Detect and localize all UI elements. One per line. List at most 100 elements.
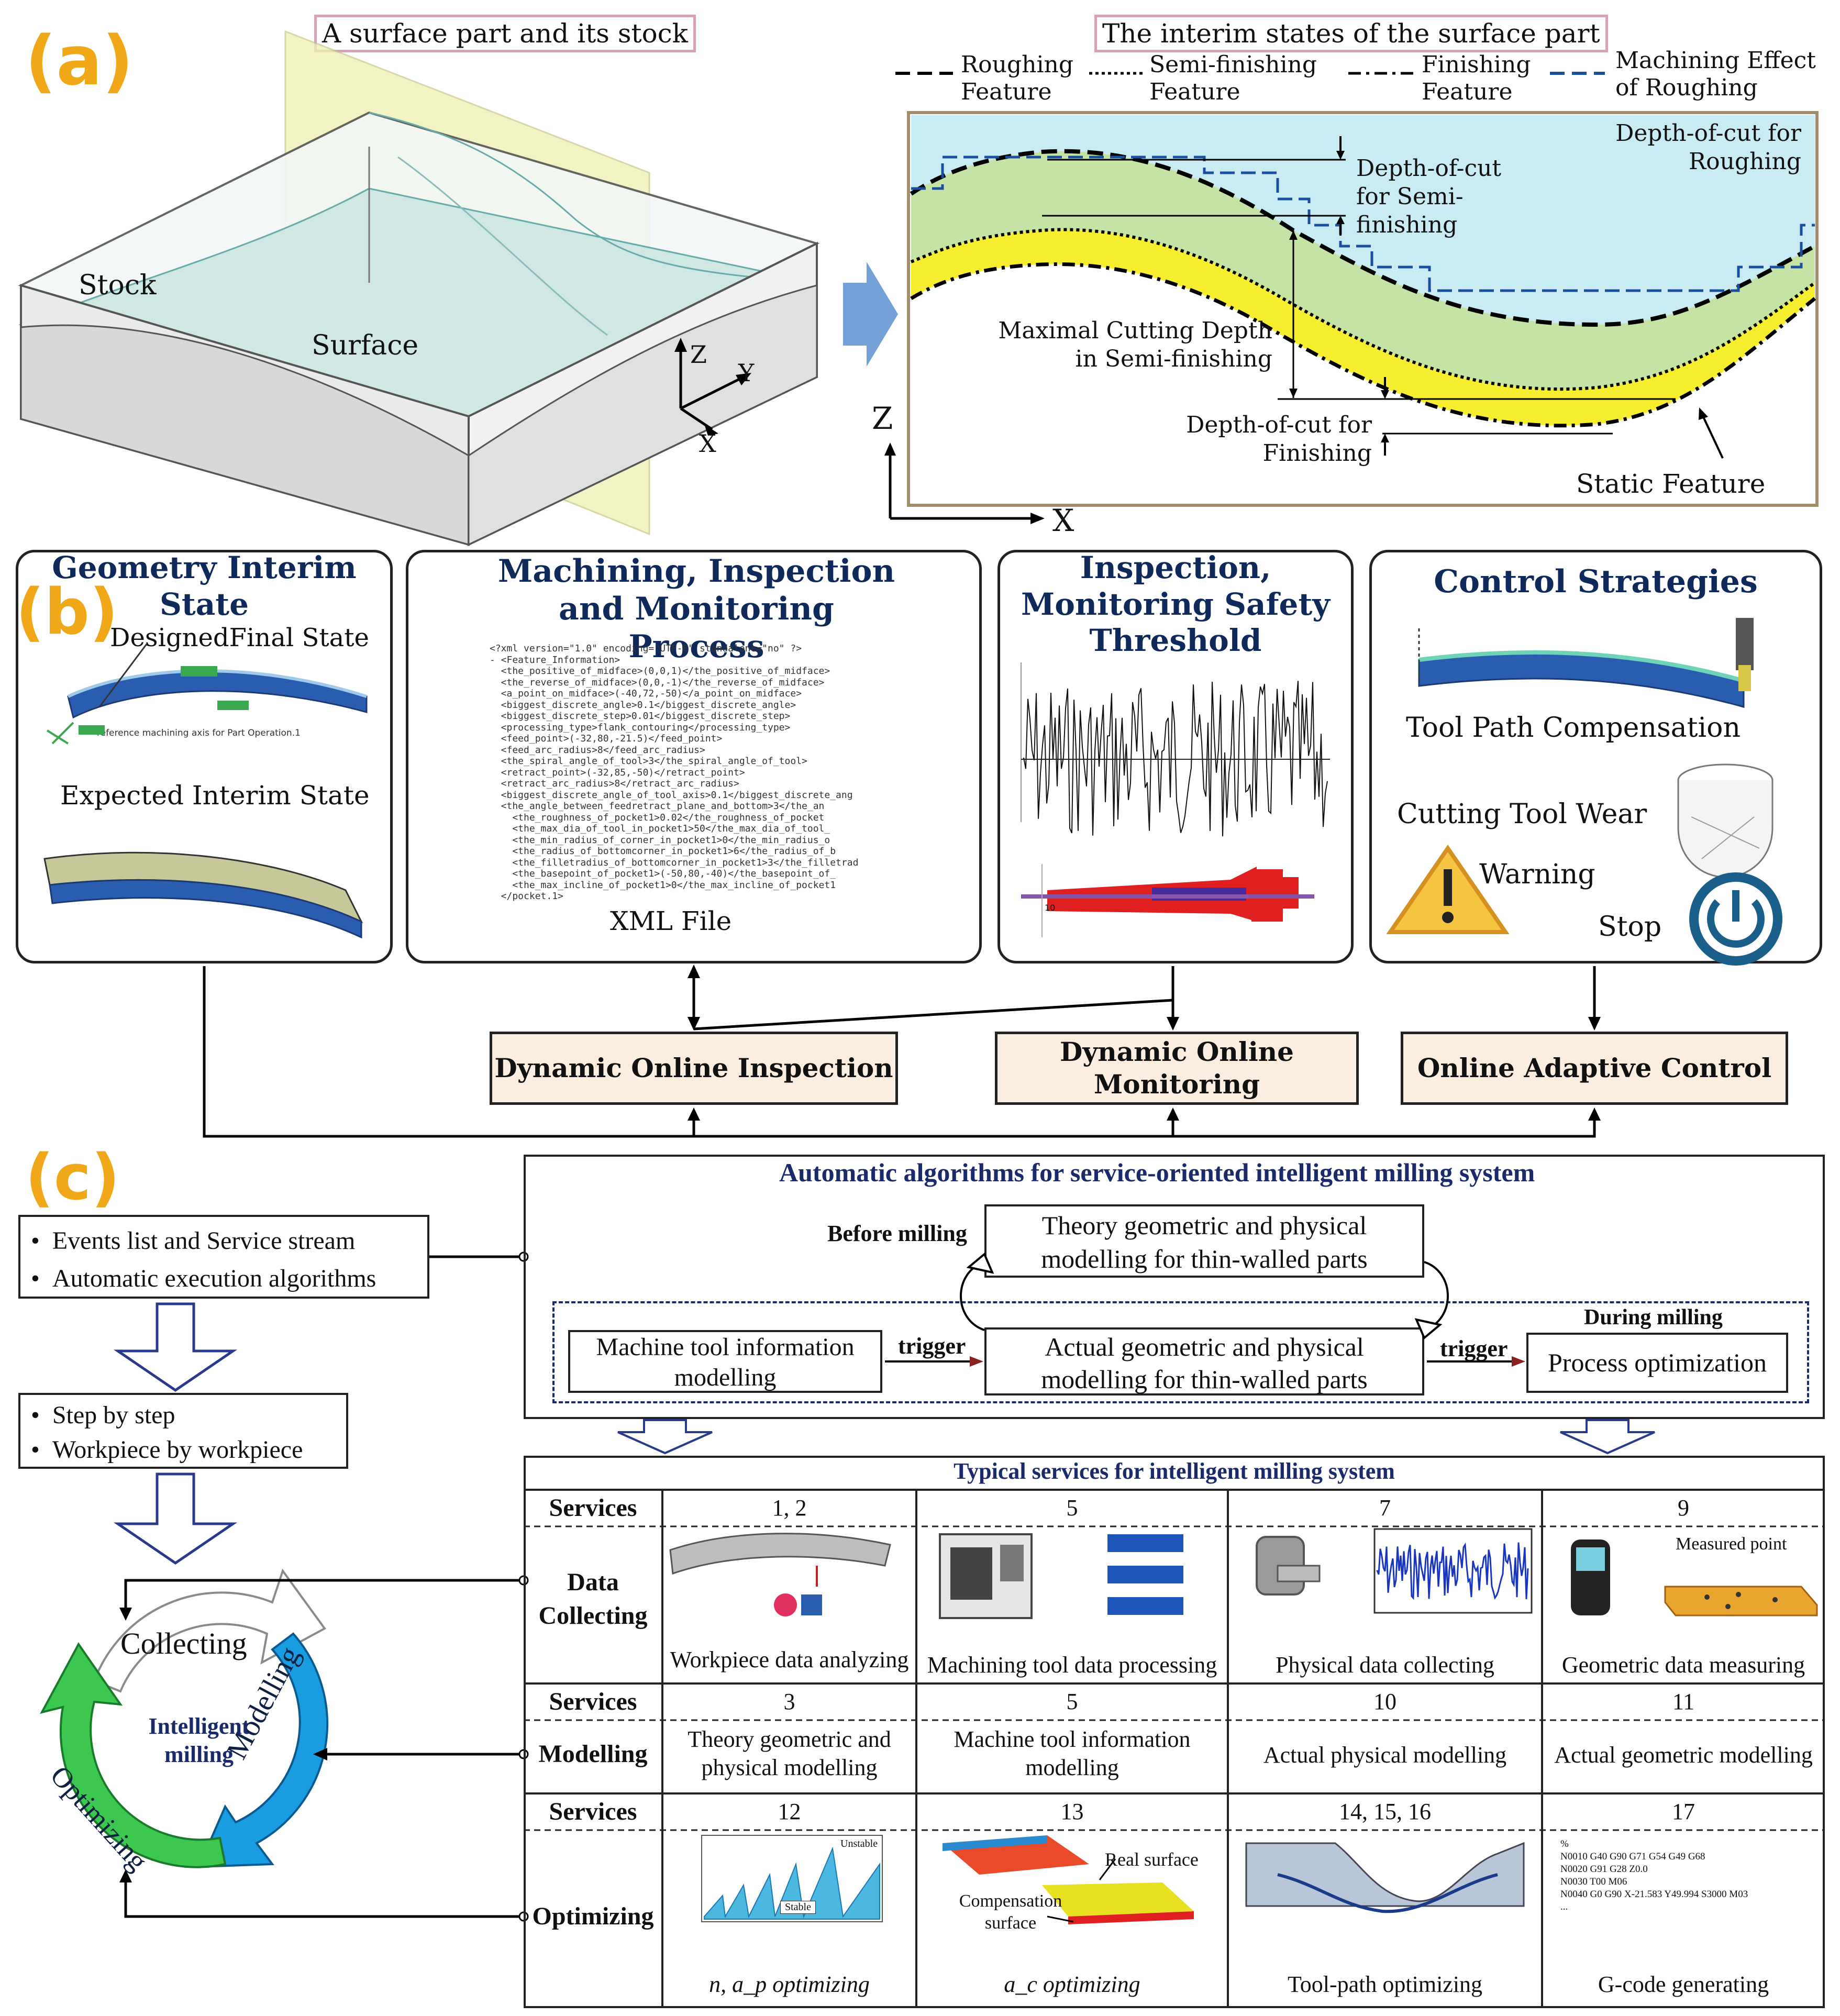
axis-y-left: Y (738, 359, 755, 387)
mini-real-surface: Real surface (1105, 1849, 1199, 1870)
during-milling: During milling (1584, 1305, 1723, 1330)
panel-a-right-title: The interim states of the surface part (1094, 15, 1608, 52)
svc-num-2-4: 11 (1672, 1689, 1695, 1714)
svc-item-gcode: G-code generating (1598, 1971, 1769, 1997)
during-zone (552, 1301, 1809, 1403)
services-label-1: Services (549, 1494, 637, 1522)
svc-num-2-3: 10 (1373, 1689, 1396, 1714)
xml-line: <biggest_discrete_angle_of_tool_axis>0.1… (490, 789, 853, 801)
xml-line: <retract_arc_radius>8</retract_arc_radiu… (490, 778, 739, 789)
xml-line: <the_max_dia_of_tool_in_pocket1>50</the_… (490, 823, 830, 834)
annot-roughing-depth: Depth-of-cut for Roughing (1615, 120, 1801, 175)
events-bullet-2: • Automatic execution algorithms (31, 1265, 376, 1292)
svc-item-machine-info: Machine tool information modelling (954, 1726, 1191, 1780)
annot-finish-depth: Depth-of-cut for Finishing (1186, 412, 1372, 467)
annot-max-depth: Maximal Cutting Depth in Semi-finishing (998, 317, 1272, 372)
steps-bullet-1: • Step by step (31, 1401, 175, 1429)
panel-a-left-title: A surface part and its stock (314, 15, 696, 52)
svc-item-ac: a_c optimizing (1004, 1971, 1140, 1997)
svc-num-3-2: 13 (1060, 1799, 1084, 1824)
xml-line: - <Feature_Information> (490, 654, 620, 666)
xml-line: <feed_arc_radius>8</feed_arc_radius> (490, 744, 705, 756)
stock-label: Stock (79, 270, 157, 301)
svc-num-3-4: 17 (1672, 1799, 1695, 1824)
process-optimization-box: Process optimization (1526, 1333, 1788, 1393)
services-label-2: Services (549, 1688, 637, 1715)
events-bullet-1: • Events list and Service stream (31, 1227, 356, 1255)
svc-item-geometric: Geometric data measuring (1561, 1652, 1805, 1678)
mini-measured-point: Measured point (1676, 1534, 1787, 1554)
xml-line: <a_point_on_midface>(-40,72,-50)</a_poin… (490, 688, 802, 699)
trigger-2: trigger (1440, 1336, 1508, 1361)
svc-num-1-3: 7 (1379, 1495, 1391, 1521)
xml-line: <biggest_discrete_step>0.01</biggest_dis… (490, 711, 791, 722)
annot-static: Static Feature (1576, 469, 1766, 499)
legend-roughing: Roughing Feature (961, 51, 1074, 105)
svc-item-machining-tool: Machining tool data processing (927, 1652, 1217, 1678)
xml-line: <the_radius_of_bottomcorner_in_pocket1>6… (490, 846, 836, 857)
xml-listing: <?xml version="1.0" encoding="UTF-8" sta… (490, 643, 935, 902)
xml-line: <the_positive_of_midface>(0,0,1)</the_po… (490, 666, 830, 677)
svc-num-2-1: 3 (783, 1689, 795, 1714)
legend-finishing: Finishing Feature (1422, 51, 1531, 105)
svc-num-3-3: 14, 15, 16 (1339, 1799, 1431, 1824)
xml-line: <the_min_radius_of_corner_in_pocket1>0</… (490, 834, 830, 846)
row-label-optimizing: Optimizing (532, 1902, 654, 1930)
geometry-title: Geometry Interim State (52, 550, 357, 622)
xml-line: <biggest_discrete_angle>0.1</biggest_dis… (490, 699, 796, 711)
legend-machining-effect: Machining Effect of Roughing (1615, 47, 1816, 101)
panel-b-letter: (b) (16, 576, 118, 649)
algorithm-title: Automatic algorithms for service-oriente… (779, 1158, 1535, 1187)
before-milling: Before milling (827, 1221, 967, 1246)
gcode-line: ... (1560, 1901, 1568, 1912)
svc-num-1-1: 1, 2 (772, 1495, 807, 1521)
theory-modelling-box: Theory geometric and physical modelling … (984, 1204, 1424, 1278)
legend-semi: Semi-finishing Feature (1149, 51, 1317, 105)
svc-item-actual-physical: Actual physical modelling (1263, 1742, 1507, 1768)
svc-num-1-2: 5 (1066, 1495, 1078, 1521)
xml-line: <?xml version="1.0" encoding="UTF-8" sta… (490, 643, 802, 654)
row-label-modelling: Modelling (538, 1740, 648, 1768)
svc-num-3-1: 12 (778, 1799, 801, 1824)
cycle-collecting: Collecting (120, 1626, 247, 1660)
gcode-line: N0020 G91 G28 Z0.0 (1560, 1864, 1648, 1875)
trigger-1: trigger (898, 1333, 966, 1359)
machine-info-box: Machine tool information modelling (568, 1330, 882, 1393)
svc-item-n-ap: n, a_p optimizing (709, 1971, 870, 1997)
dynamic-online-inspection: Dynamic Online Inspection (490, 1032, 898, 1105)
gcode-line: N0030 T00 M06 (1560, 1876, 1627, 1887)
cycle-center: Intelligent milling (148, 1713, 250, 1767)
actual-modelling-box: Actual geometric and physical modelling … (984, 1327, 1424, 1395)
xml-line: <the_angle_between_feedretract_plane_and… (490, 801, 825, 812)
table-title: Typical services for intelligent milling… (954, 1458, 1395, 1484)
mini-comp-surface: Compensation surface (959, 1891, 1062, 1933)
left-box-events: • Events list and Service stream • Autom… (18, 1215, 429, 1299)
algorithm-box (524, 1155, 1825, 1419)
steps-bullet-2: • Workpiece by workpiece (31, 1436, 303, 1464)
row-label-data-collecting: Data Collecting (538, 1568, 648, 1630)
cutting-tool-wear: Cutting Tool Wear (1397, 799, 1647, 830)
svc-item-theory: Theory geometric and physical modelling (688, 1726, 891, 1780)
monitor-tick: 10 (1045, 903, 1056, 913)
svc-item-actual-geometric: Actual geometric modelling (1554, 1742, 1813, 1768)
threshold-title: Inspection, Monitoring Safety Threshold (1021, 550, 1330, 659)
process-title: Machining, Inspection and Monitoring Pro… (497, 553, 895, 665)
designed-final-label: DesignedFinal State (110, 623, 369, 652)
xml-line: <the_reverse_of_midface>(0,0,-1)</the_re… (490, 677, 825, 688)
mini-stable: Stable (780, 1901, 816, 1914)
stop-label: Stop (1598, 911, 1662, 943)
left-box-steps: • Step by step • Workpiece by workpiece (18, 1393, 348, 1469)
xml-line: <processing_type>flank_contouring</proce… (490, 722, 791, 733)
tool-path-compensation: Tool Path Compensation (1406, 712, 1741, 744)
xml-line: <the_filletradius_of_bottomcorner_in_poc… (490, 857, 859, 868)
dynamic-online-monitoring: Dynamic Online Monitoring (995, 1032, 1359, 1105)
ref-axis-label: reference machining axis for Part Operat… (97, 728, 301, 738)
